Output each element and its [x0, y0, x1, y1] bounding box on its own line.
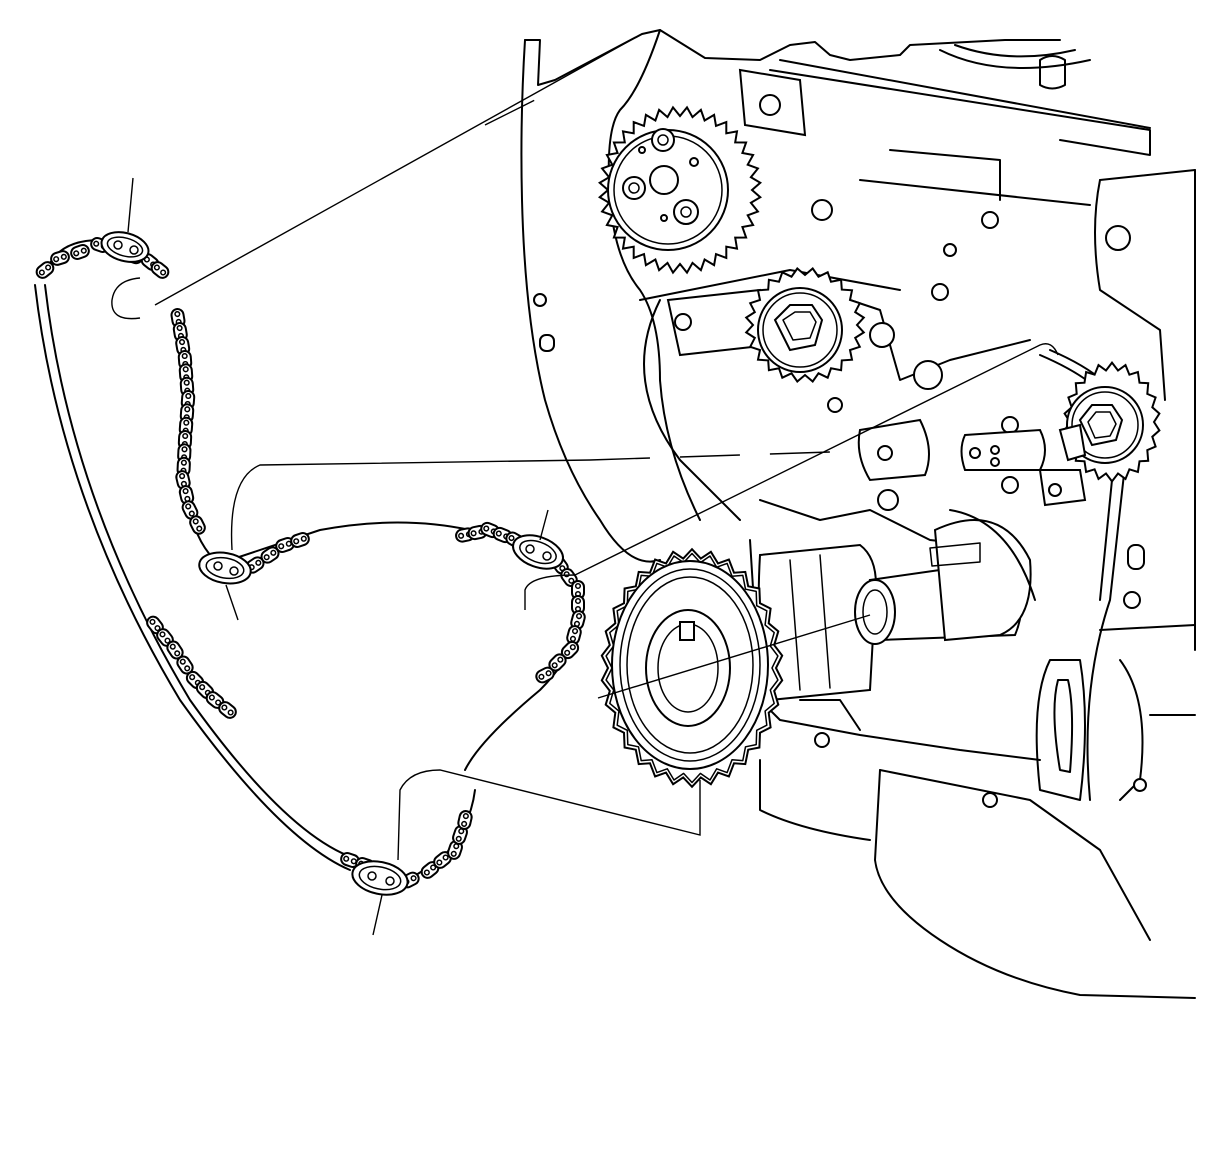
crankshaft-sprocket [600, 547, 784, 789]
chain-link [50, 250, 70, 266]
chain-link [340, 852, 360, 868]
alignment-lines [111, 34, 1059, 861]
callout-leader-2 [225, 584, 239, 621]
chain-link [189, 515, 206, 535]
chain-link [70, 244, 90, 260]
chain-link [571, 580, 585, 600]
chain-link [218, 701, 237, 719]
callout-leaders [127, 177, 549, 936]
block-bolt-holes [533, 68, 1147, 808]
callout-leader-1 [127, 177, 134, 233]
balance-shaft-sprocket [1058, 361, 1161, 483]
chain-link [181, 500, 199, 520]
callout-leader-3 [539, 509, 549, 541]
chain-link [150, 261, 170, 279]
callout-leader-4 [372, 894, 383, 936]
chain-link [205, 691, 225, 709]
cam-sprocket-bolts [622, 128, 699, 225]
chain-link [35, 261, 55, 279]
idler-sprocket [744, 267, 866, 383]
marked-link-4 [351, 860, 409, 896]
camshaft-sprocket [597, 105, 763, 275]
chain-link [535, 666, 555, 684]
marked-link-3 [512, 534, 564, 570]
crankshaft [757, 509, 1036, 702]
chain-link [457, 810, 473, 830]
chain-link [156, 628, 174, 647]
chain-link [560, 640, 580, 660]
chain-link [146, 615, 164, 635]
chain-link [176, 655, 194, 675]
timing-chain [34, 231, 586, 896]
chain-link [175, 470, 191, 490]
marked-link-2 [198, 551, 252, 585]
marked-link-1 [100, 231, 150, 263]
chain-link [290, 532, 310, 548]
chain-link [447, 840, 463, 860]
